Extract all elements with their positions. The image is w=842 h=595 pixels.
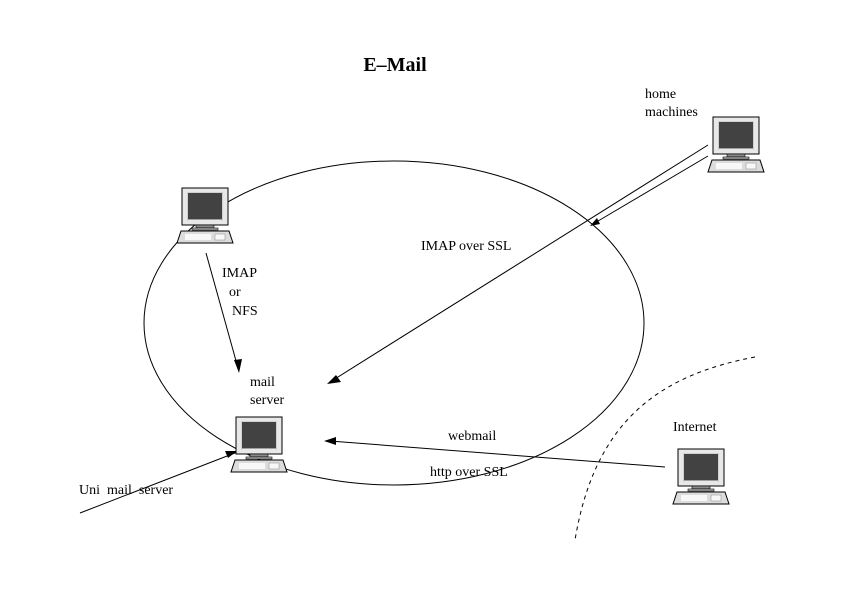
mail-server-label-line1: mail (250, 375, 275, 390)
internet-computer-icon (672, 448, 730, 505)
nfs-label: NFS (232, 304, 258, 319)
imap-over-ssl-label: IMAP over SSL (421, 239, 512, 254)
webmail-label: webmail (448, 429, 496, 444)
internet-boundary (574, 356, 756, 541)
campus-network-boundary (143, 160, 645, 486)
arrowhead-icon (324, 437, 336, 445)
mail-server-label-line2: server (250, 393, 285, 408)
connection-imap-ssl (327, 144, 709, 384)
connection-uni-mail (79, 443, 259, 514)
uni-mail-server-label: Uni mail server (79, 483, 173, 498)
internet-label: Internet (673, 420, 717, 435)
http-over-ssl-label: http over SSL (430, 465, 508, 480)
imap-label: IMAP (222, 266, 257, 281)
workstation-computer-icon (176, 187, 234, 244)
connection-imap-nfs (205, 252, 242, 373)
arrowhead-icon (590, 218, 600, 226)
connection-webmail (324, 437, 666, 468)
or-label: or (229, 285, 241, 300)
home-machines-label-line1: home (645, 87, 676, 102)
arrowhead-icon (225, 451, 237, 458)
home-machines-computer-icon (707, 116, 765, 173)
home-machines-label-line2: machines (645, 105, 698, 120)
arrowhead-icon (327, 375, 341, 384)
diagram-title: E–Mail (363, 54, 427, 76)
mail-server-computer-icon (230, 416, 288, 473)
arrowhead-icon (234, 359, 242, 373)
